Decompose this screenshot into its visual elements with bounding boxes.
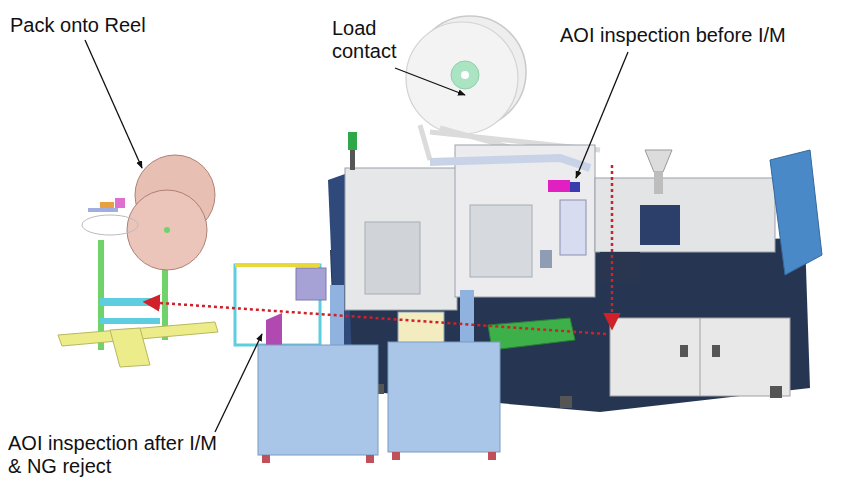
frame-bar — [235, 263, 320, 267]
leader-line — [576, 52, 628, 178]
light-pole — [350, 150, 355, 170]
flow-arrow — [146, 302, 606, 334]
leader-lines — [85, 40, 628, 432]
conveyor — [488, 318, 575, 350]
flow-arrow — [611, 165, 614, 327]
lower-cabinet — [610, 318, 790, 396]
end-cover — [770, 150, 822, 275]
signal-light — [348, 132, 357, 150]
window-panel — [470, 205, 532, 277]
pack-reel — [127, 190, 207, 270]
mechanism — [115, 198, 125, 208]
wheel — [392, 452, 400, 460]
foot — [560, 396, 572, 408]
callout-label: AOI inspection after I/M & NG reject — [8, 432, 230, 478]
leader-line — [395, 68, 465, 95]
panel — [296, 268, 326, 300]
motor-block — [640, 205, 680, 245]
tray — [100, 318, 160, 324]
packing-station — [58, 155, 218, 367]
callout-label: Load contact — [332, 17, 414, 63]
leader-line — [85, 40, 142, 168]
reel-hub — [164, 227, 170, 233]
mold-housing — [455, 145, 595, 297]
handle — [712, 345, 720, 357]
leader-line — [215, 334, 262, 432]
callout-label: AOI inspection before I/M — [560, 24, 846, 47]
feed-rail — [430, 158, 590, 168]
callout-label: Pack onto Reel — [10, 14, 210, 37]
platform — [82, 215, 138, 235]
cabinet — [388, 342, 500, 452]
reel-hole — [461, 71, 469, 79]
wheel — [366, 455, 374, 463]
aoi-camera — [570, 182, 580, 192]
wheel — [488, 452, 496, 460]
reel-hub — [451, 61, 479, 89]
column — [460, 290, 474, 342]
wheel — [262, 455, 270, 463]
mechanism — [88, 208, 118, 212]
small-panel — [540, 250, 552, 268]
handle — [680, 345, 688, 357]
lower-stations — [235, 265, 575, 463]
hopper-neck — [654, 172, 663, 194]
hopper — [645, 150, 672, 172]
hopper-slot — [600, 252, 640, 282]
flow-arrows — [146, 165, 612, 334]
cabinet-seam — [700, 318, 701, 396]
foot — [770, 386, 782, 398]
cabinet — [258, 345, 378, 455]
stand-base — [110, 328, 150, 367]
aoi-unit — [560, 200, 586, 255]
injection-housing — [595, 178, 775, 252]
aoi-camera — [548, 180, 570, 192]
reel-disc — [406, 22, 518, 134]
clamp-housing — [345, 168, 457, 310]
door-panel — [365, 222, 420, 294]
